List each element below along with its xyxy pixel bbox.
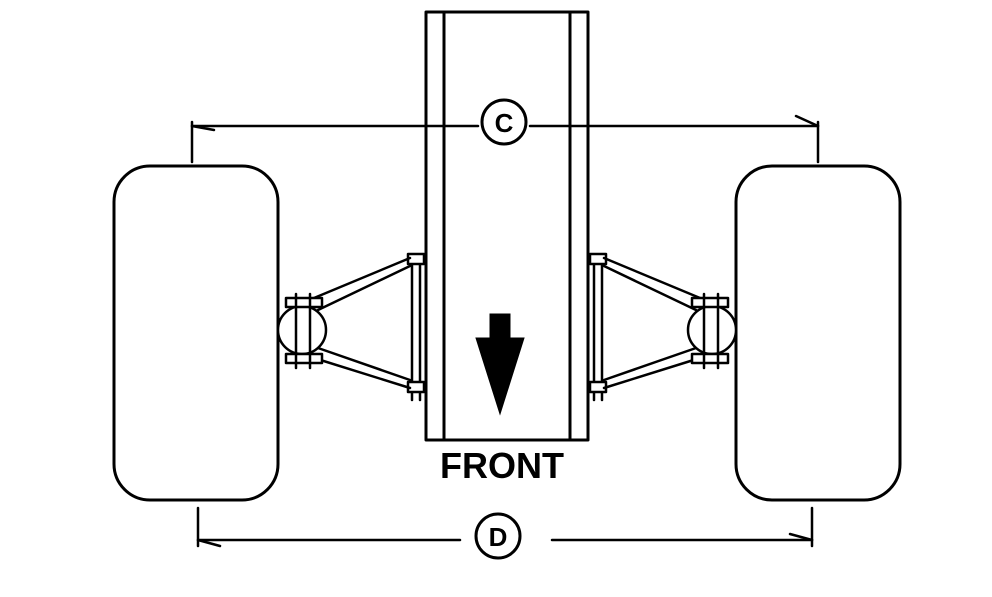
left-suspension [276,252,426,402]
dimension-line-c [190,114,820,164]
dimension-d-circle [474,512,522,560]
right-suspension [588,252,738,402]
down-arrow-icon [475,313,525,416]
right-tire [734,164,902,502]
left-tire [112,164,280,502]
front-label: FRONT [440,445,564,486]
dimension-c-circle [480,98,528,146]
dimension-line-d [196,506,814,548]
dimension-d-label: D [489,522,508,552]
dimension-c-label: C [495,108,514,138]
